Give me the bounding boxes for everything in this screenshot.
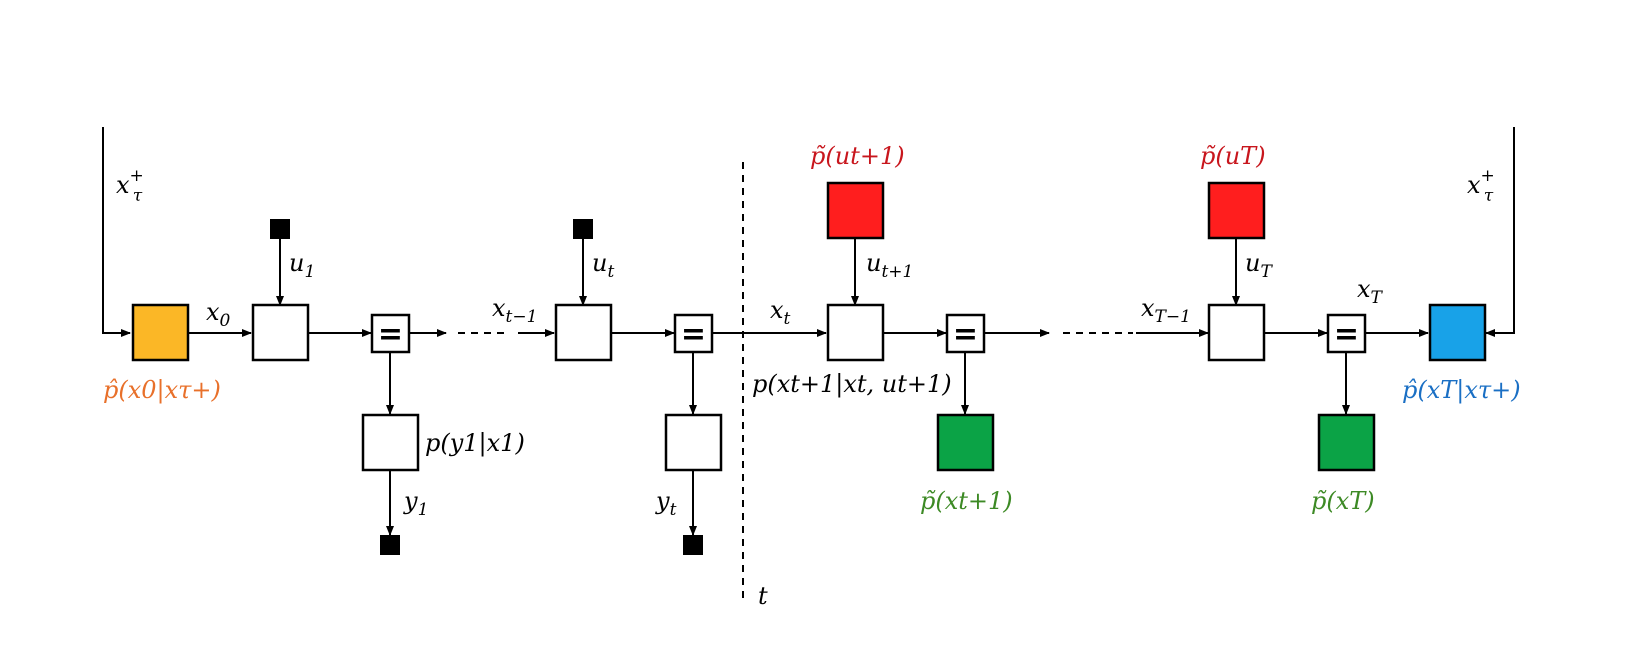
label-xt-minus-1: xt−1 (492, 294, 537, 327)
marginal-x-t1-factor (936, 413, 995, 472)
transition-factor-t1 (826, 303, 885, 362)
equality-node-1 (370, 313, 411, 354)
terminal-y1 (380, 535, 400, 555)
label-prior-u-T: p̃(uT) (1200, 142, 1266, 170)
observation-factor-1 (361, 413, 420, 472)
transition-factor-T (1207, 303, 1266, 362)
label-xT-minus-1: xT−1 (1141, 294, 1191, 327)
prior-u-T-factor (1207, 181, 1266, 240)
transition-factor-t (554, 303, 613, 362)
equality-node-t (673, 313, 714, 354)
label-marg-x-t1: p̃(xt+1) (920, 487, 1013, 515)
eq-symbol-T: = (1334, 317, 1359, 352)
label-xt: xt (770, 296, 791, 329)
edge-x-tau-left (102, 127, 131, 337)
eq-symbol-1: = (378, 317, 403, 352)
label-x-tau-plus-right: x+τ (1467, 166, 1495, 206)
label-marg-x-T: p̃(xT) (1311, 487, 1375, 515)
label-yt: yt (655, 487, 677, 520)
eq-symbol-t1: = (953, 317, 978, 352)
edge-x-tau-right (1485, 127, 1515, 337)
terminal-yt (683, 535, 703, 555)
label-time-t: t (758, 582, 768, 610)
prior-x0-factor (131, 303, 190, 362)
label-p-transition: p(xt+1|xt, ut+1) (752, 370, 952, 399)
equality-node-T (1326, 313, 1367, 354)
label-p-y1-x1: p(y1|x1) (425, 429, 525, 458)
posterior-xT-factor (1428, 303, 1487, 362)
terminal-u1 (270, 219, 290, 239)
prior-u-t1-factor (826, 181, 885, 240)
label-y1: y1 (403, 487, 428, 520)
label-ut-plus-1: ut+1 (866, 249, 913, 282)
label-uT: uT (1245, 249, 1273, 282)
label-posterior-xT: p̂(xT|xτ+) (1402, 376, 1521, 405)
label-prior-u-t1: p̃(ut+1) (810, 142, 905, 170)
equality-node-t1 (945, 313, 986, 354)
label-xT: xT (1357, 275, 1384, 308)
label-ut: ut (592, 249, 614, 282)
transition-factor-1 (251, 303, 310, 362)
eq-symbol-t: = (681, 317, 706, 352)
terminal-ut (573, 219, 593, 239)
label-prior-x0: p̂(x0|xτ+) (103, 376, 221, 405)
marginal-x-T-factor (1317, 413, 1376, 472)
label-u1: u1 (289, 249, 315, 282)
label-x-tau-plus-left: x+τ (116, 166, 144, 206)
label-x0: x0 (206, 298, 231, 331)
observation-factor-t (664, 413, 723, 472)
